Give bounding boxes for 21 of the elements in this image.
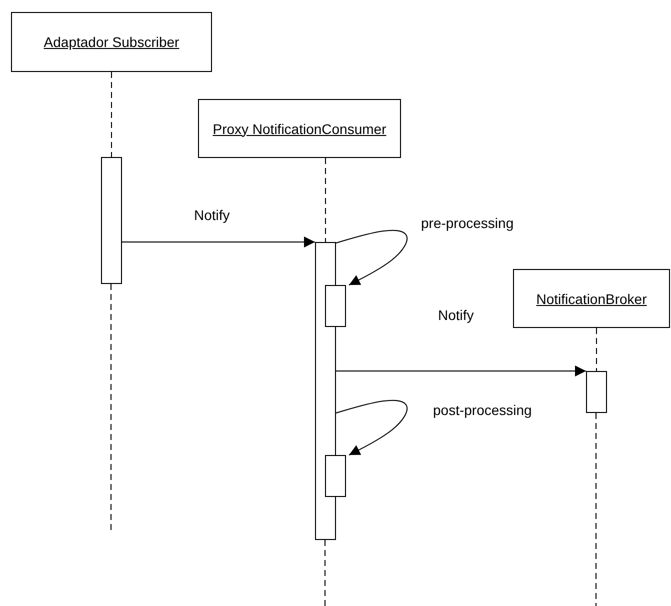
- message-label: Notify: [437, 307, 475, 323]
- activation-bar: [325, 285, 346, 327]
- activation-bar: [586, 371, 607, 413]
- object-box: [11, 12, 212, 72]
- object-name: Adaptador Subscriber: [44, 34, 180, 50]
- message-label: Notify: [193, 207, 231, 223]
- lifeline: [596, 328, 597, 372]
- object-name: NotificationBroker: [536, 290, 647, 306]
- activation-bar: [101, 157, 122, 284]
- lifeline: [111, 72, 112, 158]
- self-message-arrow: [336, 230, 408, 286]
- message-arrow: [122, 236, 316, 248]
- activation-bar: [325, 455, 346, 497]
- object-name: Proxy NotificationConsumer: [212, 120, 386, 136]
- message-arrow: [336, 366, 586, 376]
- self-message-arrow: [336, 400, 408, 456]
- object-box: [198, 99, 401, 158]
- lifeline: [325, 158, 326, 242]
- object-box: [513, 269, 670, 328]
- message-label: pre-processing: [420, 215, 515, 231]
- message-label: post-processing: [432, 402, 533, 418]
